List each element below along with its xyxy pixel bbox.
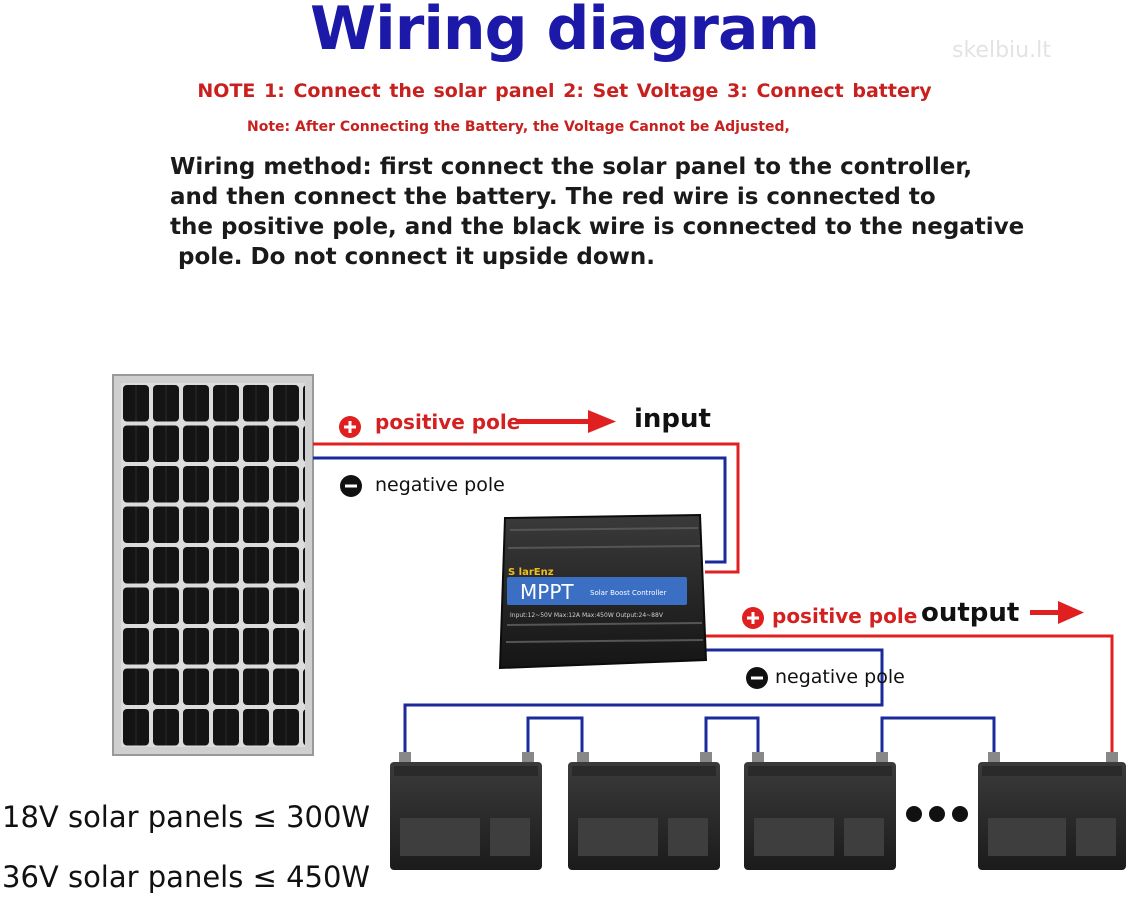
wiring-method-text: Wiring method: first connect the solar p…: [170, 152, 1070, 272]
output-positive-label: positive pole: [772, 604, 918, 628]
input-label: input: [634, 404, 711, 434]
spec-18v: 18V solar panels ≤ 300W: [2, 800, 371, 834]
wiring-method-line: Wiring method: first connect the solar p…: [170, 154, 973, 180]
input-negative-label: negative pole: [375, 474, 505, 496]
output-negative-label: negative pole: [775, 666, 905, 688]
wiring-method-line: and then connect the battery. The red wi…: [170, 184, 936, 210]
plus-icon: [339, 416, 361, 438]
battery: [390, 752, 542, 870]
battery: [568, 752, 720, 870]
wiring-method-line: pole. Do not connect it upside down.: [170, 244, 655, 270]
minus-icon: [340, 475, 362, 497]
note-steps: NOTE 1: Connect the solar panel 2: Set V…: [197, 80, 932, 102]
input-positive-wire: [313, 442, 740, 574]
diagram-title: Wiring diagram: [309, 0, 820, 64]
battery: [744, 752, 896, 870]
battery-link-wire: [704, 716, 760, 760]
output-positive-wire: [705, 634, 1114, 765]
ellipsis-dots: [906, 806, 968, 822]
controller-specs: Input:12~50V Max:12A Max:450W Output:24~…: [510, 612, 664, 619]
input-positive-label: positive pole: [375, 410, 521, 434]
controller-brand: S larEnz: [508, 567, 554, 578]
watermark: skelbiu.lt: [952, 38, 1051, 63]
spec-36v: 36V solar panels ≤ 450W: [2, 860, 371, 894]
solar-panel: [112, 374, 314, 756]
controller-subtitle: Solar Boost Controller: [590, 589, 667, 597]
output-arrow: [1030, 601, 1084, 624]
output-label: output: [921, 598, 1020, 628]
battery-link-wire: [880, 716, 996, 760]
controller-model: MPPT: [520, 580, 574, 604]
note-battery-warning: Note: After Connecting the Battery, the …: [247, 119, 790, 135]
battery: [978, 752, 1126, 870]
plus-icon: [742, 607, 764, 629]
battery-link-wire: [526, 716, 584, 760]
output-negative-wire: [403, 648, 884, 760]
input-negative-wire: [313, 456, 727, 564]
wiring-method-line: the positive pole, and the black wire is…: [170, 214, 1025, 240]
minus-icon: [746, 667, 768, 689]
input-arrow: [516, 410, 616, 433]
mppt-controller: S larEnz MPPT Solar Boost Controller Inp…: [498, 513, 708, 670]
